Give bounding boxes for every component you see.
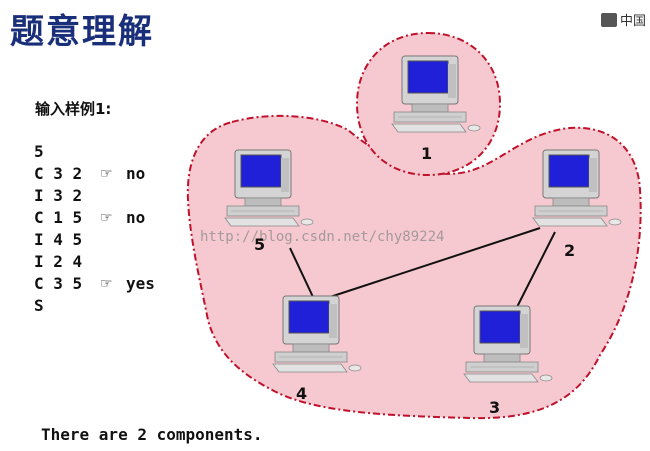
watermark-text: http://blog.csdn.net/chy89224 <box>200 229 444 245</box>
node-label-5: 5 <box>254 235 265 254</box>
node-label-3: 3 <box>489 398 500 417</box>
command-line: I 4 5 <box>34 229 155 251</box>
command-text: S <box>34 296 44 315</box>
command-text: 5 <box>34 142 44 161</box>
edge-2-3 <box>514 231 556 312</box>
command-line: I 2 4 <box>34 251 155 273</box>
command-line: S <box>34 295 155 317</box>
command-text: C 3 2 <box>34 164 83 183</box>
node-label-1: 1 <box>421 144 432 163</box>
logo-mark-icon <box>600 12 617 27</box>
command-text: I 3 2 <box>34 186 83 205</box>
command-line: C 3 2 ☞ no <box>34 163 155 185</box>
result-summary: There are 2 components. <box>41 425 263 444</box>
command-line: C 3 5 ☞ yes <box>34 273 155 295</box>
edge-4-2 <box>329 227 541 298</box>
command-result: no <box>126 164 146 183</box>
corner-logo-text: 中国 <box>619 14 646 29</box>
command-text: C 3 5 <box>34 274 83 293</box>
pointing-hand-icon: ☞ <box>100 276 113 292</box>
command-list: 5 C 3 2 ☞ no I 3 2 C 1 5 ☞ no I 4 5 I 2 … <box>34 141 155 317</box>
command-text: C 1 5 <box>34 208 83 227</box>
page-title: 题意理解 <box>10 12 154 52</box>
command-text: I 4 5 <box>34 230 83 249</box>
pointing-hand-icon: ☞ <box>100 210 113 226</box>
command-result: no <box>126 208 146 227</box>
edge-5-4 <box>289 247 314 298</box>
corner-logo: 中国 <box>600 10 646 29</box>
command-line: I 3 2 <box>34 185 155 207</box>
sample-input-label: 输入样例1: <box>35 100 112 118</box>
node-label-4: 4 <box>296 384 307 403</box>
node-label-2: 2 <box>564 241 575 260</box>
command-result: yes <box>126 274 155 293</box>
command-text: I 2 4 <box>34 252 83 271</box>
pointing-hand-icon: ☞ <box>100 166 113 182</box>
command-line: C 1 5 ☞ no <box>34 207 155 229</box>
command-line: 5 <box>34 141 155 163</box>
